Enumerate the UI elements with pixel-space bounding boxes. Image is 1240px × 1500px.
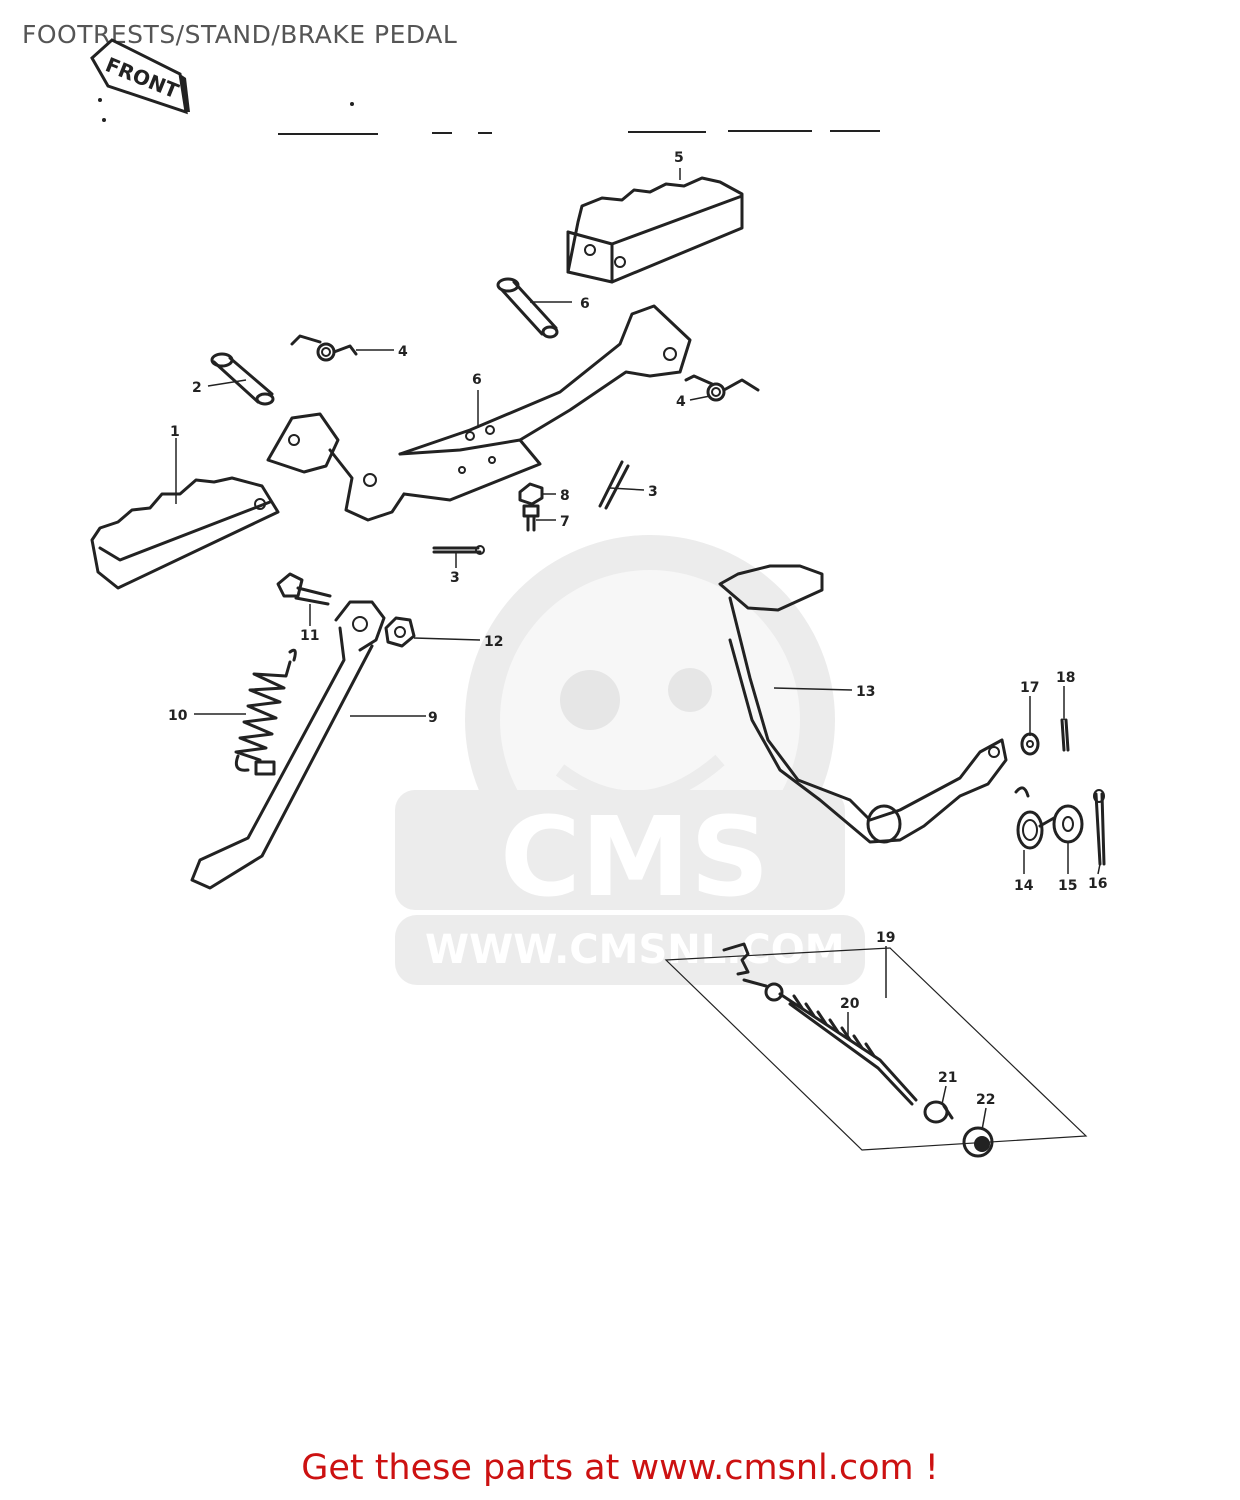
callout-6b: 6: [472, 372, 482, 388]
callout-18: 18: [1056, 670, 1075, 686]
callout-3a: 3: [648, 484, 658, 500]
callout-16: 16: [1088, 876, 1107, 892]
callout-20: 20: [840, 996, 860, 1012]
stand-nut: [384, 616, 416, 648]
footer-link-text[interactable]: Get these parts at www.cmsnl.com !: [301, 1448, 939, 1488]
cotter-pin-lower: [432, 545, 485, 555]
callout-5: 5: [674, 150, 684, 166]
callout-1: 1: [170, 424, 180, 440]
callout-19: 19: [876, 930, 895, 946]
callout-14: 14: [1014, 878, 1034, 894]
callout-7: 7: [560, 514, 570, 530]
callout-13: 13: [856, 684, 875, 700]
cms-watermark: CMS WWW.CMSNL.COM: [395, 535, 865, 985]
footrest-pin-right: [496, 277, 559, 339]
left-footrest: [90, 476, 280, 590]
washer-17: [1020, 732, 1040, 756]
nut-8: [518, 482, 544, 506]
callout-8: 8: [560, 488, 570, 504]
pin-18: [1060, 718, 1070, 752]
stand-bolt: [276, 572, 332, 606]
callout-numbers: 1 2 3 3 4 4 5 6 6 7 8 9 10 11 12 13 14 1…: [168, 150, 1107, 1108]
callout-9: 9: [428, 710, 438, 726]
footrest-spring-lower: [684, 374, 760, 402]
callout-4a: 4: [398, 344, 408, 360]
callout-22: 22: [976, 1092, 995, 1108]
callout-3b: 3: [450, 570, 460, 586]
side-stand: [190, 600, 386, 890]
watermark-url-text: WWW.CMSNL.COM: [425, 927, 845, 973]
callout-6a: 6: [580, 296, 590, 312]
callout-17: 17: [1020, 680, 1039, 696]
callout-2: 2: [192, 380, 202, 396]
washer-15: [1052, 804, 1084, 844]
dashed-reference-line: [278, 130, 880, 135]
stand-spring: [234, 648, 297, 776]
footrest-spring-upper: [290, 334, 358, 362]
cotter-pin-right: [598, 460, 630, 510]
callout-11: 11: [300, 628, 319, 644]
front-marker: FRONT: [90, 38, 354, 122]
watermark-logo-text: CMS: [500, 793, 769, 921]
cotter-pin-16: [1093, 789, 1106, 866]
bolt-7: [522, 504, 540, 532]
callout-12: 12: [484, 634, 503, 650]
right-footrest: [566, 176, 744, 284]
footrest-pin-left: [210, 352, 275, 406]
callout-4b: 4: [676, 394, 686, 410]
leader-lines: [175, 168, 1101, 1131]
footrest-bracket: [266, 304, 692, 522]
callout-21: 21: [938, 1070, 957, 1086]
callout-10: 10: [168, 708, 188, 724]
brake-rod-assembly: [664, 942, 1088, 1158]
return-spring: [1014, 786, 1056, 850]
brake-pedal: [718, 564, 1008, 844]
callout-15: 15: [1058, 878, 1077, 894]
diagram-title: FOOTRESTS/STAND/BRAKE PEDAL: [22, 20, 458, 49]
